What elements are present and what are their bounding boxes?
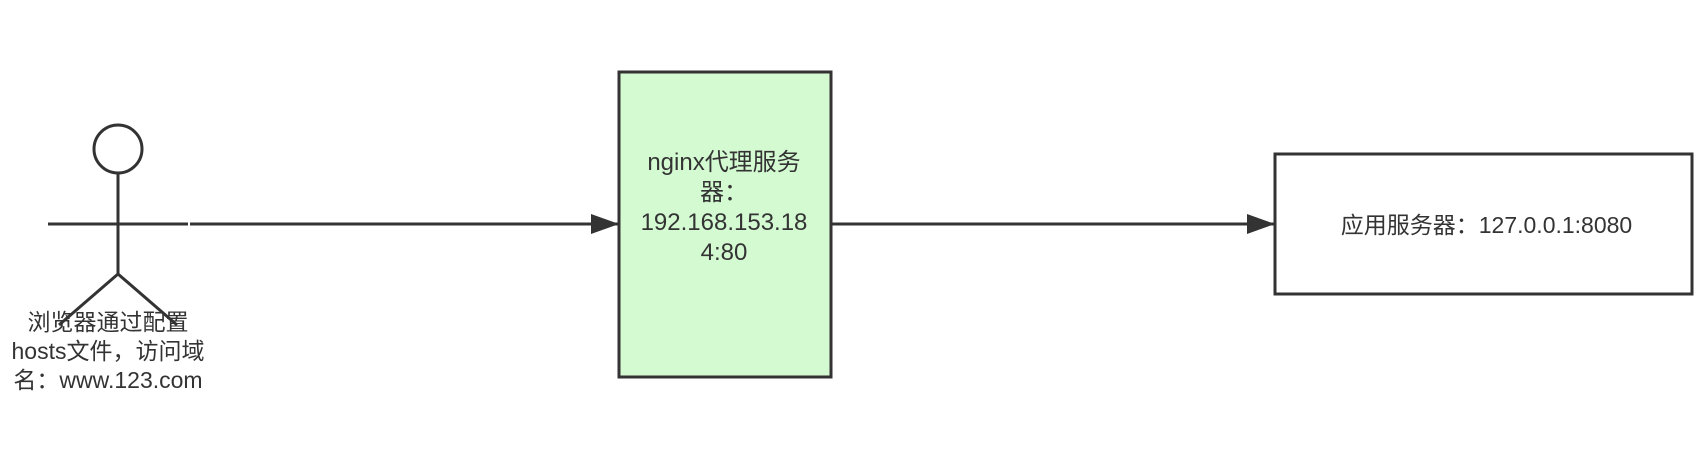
actor-label-line: 名：www.123.com [13,367,203,393]
proxy-server-label: nginx代理服务 器： 192.168.153.18 4:80 [618,148,830,268]
app-server-label: 应用服务器：127.0.0.1:8080 [1340,212,1633,238]
proxy-label-line: nginx代理服务 [647,149,801,176]
proxy-server-box [617,70,833,379]
actor-label-line: 浏览器通过配置 [27,309,189,335]
actor-label: 浏览器通过配置 hosts文件，访问域 名：www.123.com [0,308,216,395]
app-server-box [1273,152,1694,296]
actor-left-leg [58,272,119,327]
proxy-label-line: 4:80 [700,239,748,266]
actor-figure [48,123,188,327]
proxy-label-line: 192.168.153.18 [640,209,808,236]
proxy-label-line: 器： [700,179,748,206]
actor-head [92,123,144,175]
actor-right-leg [117,272,178,327]
actor-label-line: hosts文件，访问域 [11,338,205,364]
